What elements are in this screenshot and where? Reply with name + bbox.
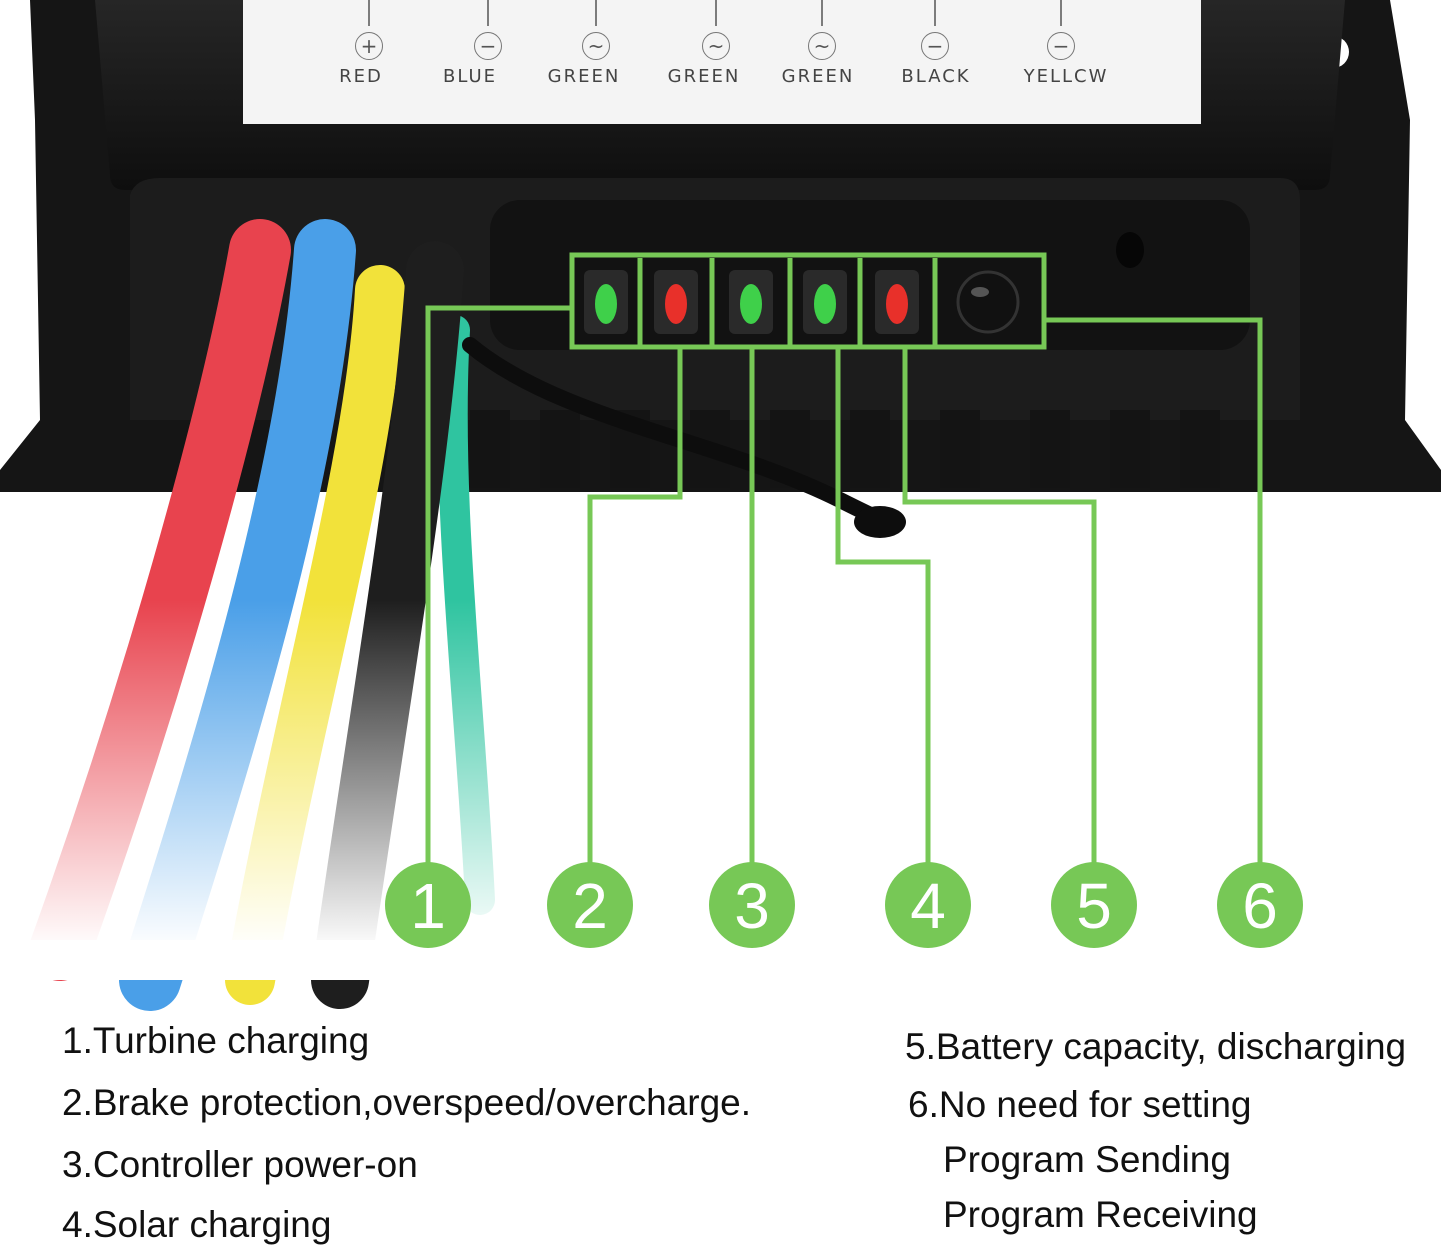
led-indicator-5 [875, 270, 919, 334]
cable-tip [854, 506, 906, 538]
leader-4 [835, 345, 931, 870]
terminal-label-sticker [243, 0, 1201, 124]
terminal-symbol-7: − [1047, 32, 1075, 60]
wire-fade-solid [0, 940, 720, 980]
marker-2: 2 [547, 862, 633, 948]
led-indicator-4 [803, 270, 847, 334]
legend-item-5: 5.Battery capacity, discharging [905, 1026, 1407, 1067]
marker-1: 1 [385, 862, 471, 948]
ir-sensor-lens [956, 270, 1020, 334]
marker-4: 4 [885, 862, 971, 948]
terminal-symbol-2: − [474, 32, 502, 60]
terminal-label-green-3: GREEN [781, 66, 855, 87]
led-light-4 [814, 284, 836, 324]
terminal-symbol-6: − [921, 32, 949, 60]
marker-6: 6 [1217, 862, 1303, 948]
marker-3: 3 [709, 862, 795, 948]
legend-item-1: 1.Turbine charging [62, 1020, 370, 1061]
terminal-label-black: BLACK [901, 66, 971, 87]
terminal-label-green-2: GREEN [667, 66, 741, 87]
terminal-symbol-3: ~ [582, 32, 610, 60]
led-light-1 [595, 284, 617, 324]
legend-item-3: 3.Controller power-on [62, 1144, 418, 1185]
terminal-symbol-5: ~ [808, 32, 836, 60]
heatsink-fins [470, 410, 1220, 488]
legend-item-6-sub-2: Program Receiving [943, 1194, 1258, 1235]
led-indicator-3 [729, 270, 773, 334]
terminal-label-red: RED [339, 66, 383, 87]
terminal-symbol-4: ~ [702, 32, 730, 60]
led-indicator-2 [654, 270, 698, 334]
legend-item-4: 4.Solar charging [62, 1204, 332, 1245]
led-light-5 [886, 284, 908, 324]
ir-sensor-glint [971, 287, 989, 297]
terminal-lead-lines [368, 0, 1062, 26]
led-light-3 [740, 284, 762, 324]
terminal-symbol-1: + [355, 32, 383, 60]
legend-item-6-sub-1: Program Sending [943, 1139, 1231, 1180]
leader-5 [902, 345, 1097, 870]
legend-item-2: 2.Brake protection,overspeed/overcharge. [62, 1082, 752, 1123]
led-light-2 [665, 284, 687, 324]
leader-6 [1044, 317, 1263, 870]
terminal-label-blue: BLUE [442, 66, 498, 87]
sensor-hole [1116, 232, 1144, 268]
legend-item-6: 6.No need for setting [908, 1084, 1252, 1125]
terminal-label-green-1: GREEN [547, 66, 621, 87]
leader-1 [425, 305, 572, 870]
marker-5: 5 [1051, 862, 1137, 948]
led-indicator-6 [956, 270, 1020, 334]
led-highlight-frame [569, 252, 1047, 350]
terminal-label-yellow: YELLCW [1023, 66, 1109, 87]
led-indicator-1 [584, 270, 628, 334]
callout-lines [425, 252, 1263, 870]
leader-2 [587, 345, 683, 870]
